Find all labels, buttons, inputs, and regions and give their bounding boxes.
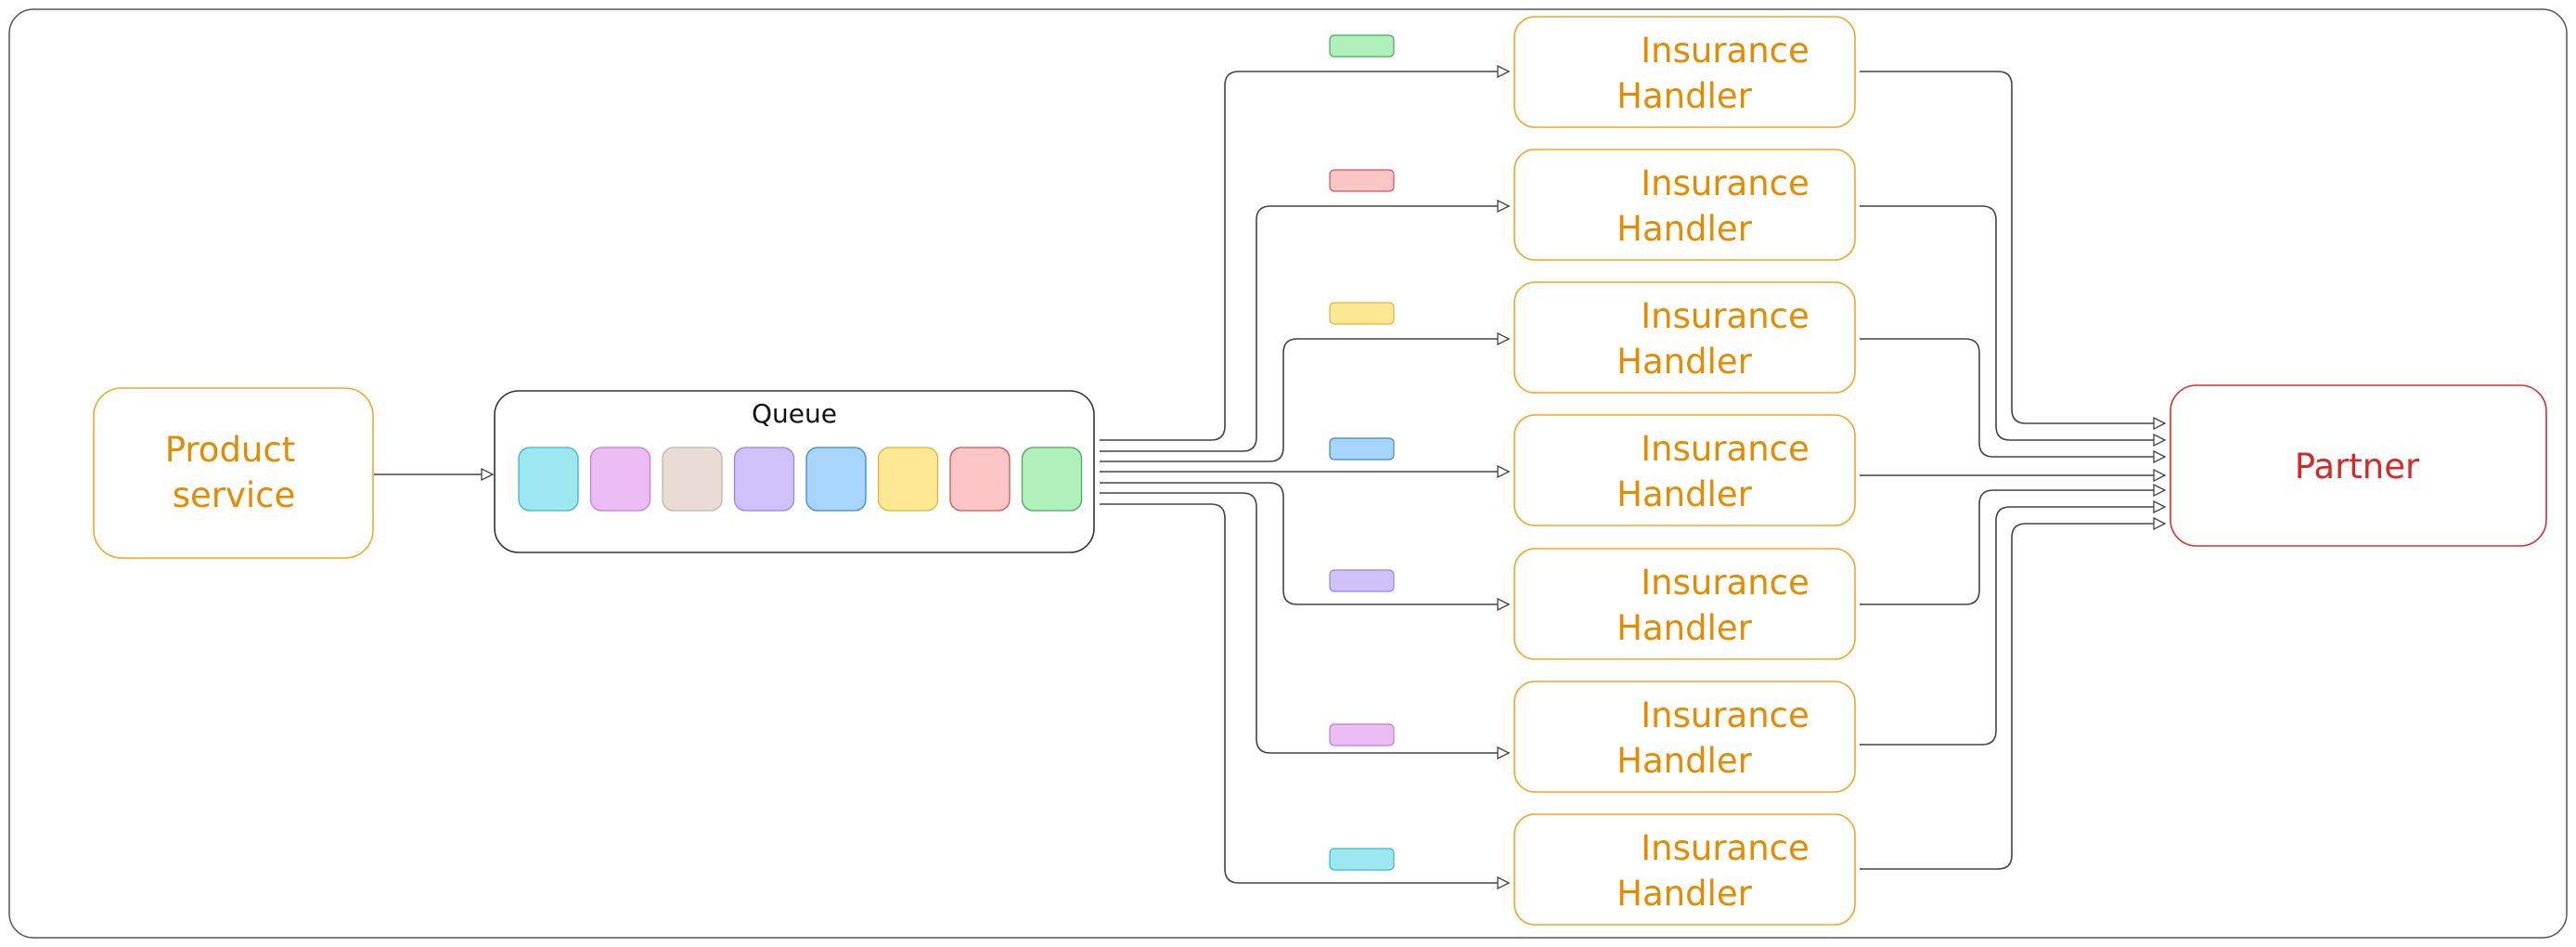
insurance-handler-label-line2: Handler bbox=[1616, 209, 1752, 249]
insurance-handler-label-line2: Handler bbox=[1616, 608, 1752, 648]
insurance-handler-label-line2: Handler bbox=[1616, 342, 1752, 382]
queue-items bbox=[518, 447, 1083, 512]
handler-2-to-partner-arrow bbox=[1860, 205, 2165, 440]
partner-label: Partner bbox=[2295, 447, 2420, 486]
queue-to-handler-5-arrow bbox=[1100, 482, 1509, 604]
message-token-6 bbox=[1329, 723, 1395, 746]
message-token-5 bbox=[1329, 569, 1395, 592]
message-token-1 bbox=[1329, 34, 1395, 58]
insurance-handler-box bbox=[1513, 281, 1856, 394]
handler-5-to-partner-arrow bbox=[1860, 490, 2165, 605]
queue-to-handler-6-arrow bbox=[1100, 492, 1509, 753]
insurance-handler-box bbox=[1513, 681, 1856, 793]
product-service-node: Product service bbox=[93, 387, 374, 559]
product-service-label-line1: Product bbox=[165, 430, 295, 470]
product-service-label-line2: service bbox=[173, 475, 296, 515]
insurance-handler-label-line2: Handler bbox=[1616, 741, 1752, 781]
partner-box bbox=[2170, 384, 2547, 547]
queue-item-5 bbox=[805, 447, 867, 512]
insurance-handler-box bbox=[1513, 414, 1856, 526]
queue-item-4 bbox=[733, 447, 795, 512]
insurance-handler-label-line1: Insurance bbox=[1641, 296, 1810, 336]
outer-frame bbox=[8, 8, 2568, 939]
insurance-handler-box bbox=[1513, 16, 1856, 128]
insurance-handler-label-line1: Insurance bbox=[1641, 163, 1810, 203]
queue-item-8 bbox=[1021, 447, 1083, 512]
queue-to-handler-3-arrow bbox=[1100, 339, 1509, 462]
insurance-handler-label-line1: Insurance bbox=[1641, 828, 1810, 868]
handler-6-to-partner-arrow bbox=[1860, 507, 2165, 746]
queue-title: Queue bbox=[752, 398, 837, 429]
partner-node: Partner bbox=[2170, 384, 2547, 547]
queue-item-2 bbox=[589, 447, 651, 512]
queue-item-6 bbox=[877, 447, 939, 512]
queue-to-handler-7-arrow bbox=[1100, 503, 1509, 883]
queue-item-3 bbox=[662, 447, 723, 512]
insurance-handler-label-line2: Handler bbox=[1616, 474, 1752, 514]
queue-item-1 bbox=[518, 447, 579, 512]
message-token-7 bbox=[1329, 848, 1395, 871]
message-token-4 bbox=[1329, 437, 1395, 461]
insurance-handler-label-line2: Handler bbox=[1616, 76, 1752, 116]
insurance-handler-label-line1: Insurance bbox=[1641, 31, 1810, 71]
message-token-2 bbox=[1329, 169, 1395, 192]
queue-node: Queue bbox=[494, 390, 1095, 553]
queue-to-handler-1-arrow bbox=[1100, 71, 1509, 441]
insurance-handlers: InsuranceHandlerInsuranceHandlerInsuranc… bbox=[1513, 16, 1856, 926]
insurance-handler-label-line1: Insurance bbox=[1641, 695, 1810, 735]
insurance-handler-label-line2: Handler bbox=[1616, 874, 1752, 914]
product-service-box bbox=[93, 387, 374, 559]
insurance-handler-label-line1: Insurance bbox=[1641, 563, 1810, 603]
message-token-3 bbox=[1329, 302, 1395, 325]
message-tokens bbox=[1329, 34, 1395, 871]
insurance-handler-box bbox=[1513, 813, 1856, 926]
queue-item-7 bbox=[949, 447, 1011, 512]
insurance-handler-box bbox=[1513, 548, 1856, 660]
connectors bbox=[374, 71, 2165, 883]
insurance-handler-box bbox=[1513, 149, 1856, 261]
handler-3-to-partner-arrow bbox=[1860, 338, 2165, 457]
handler-1-to-partner-arrow bbox=[1860, 71, 2165, 423]
queue-to-handler-2-arrow bbox=[1100, 206, 1509, 452]
insurance-handler-label-line1: Insurance bbox=[1641, 429, 1810, 469]
handler-7-to-partner-arrow bbox=[1860, 524, 2165, 870]
